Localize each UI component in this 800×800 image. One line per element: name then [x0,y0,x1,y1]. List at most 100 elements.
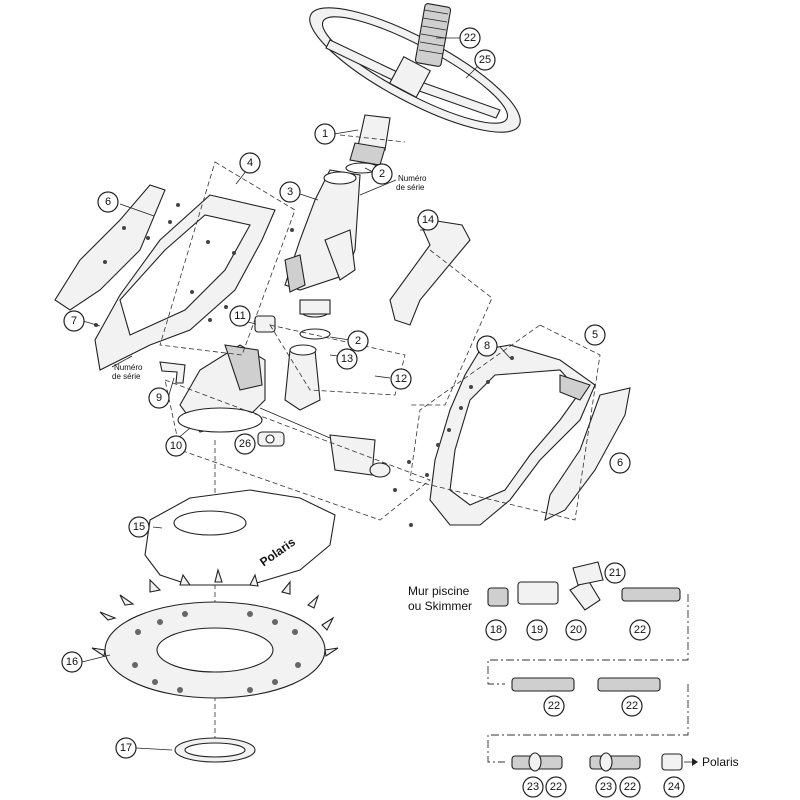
svg-text:4: 4 [247,157,253,169]
callout-18: 18 [485,619,507,641]
collar-part-11 [254,315,276,333]
svg-text:18: 18 [490,624,502,636]
callout-24: 24 [663,776,685,798]
body-part-3 [284,169,361,293]
svg-text:19: 19 [531,624,543,636]
svg-text:21: 21 [609,567,621,579]
svg-text:20: 20 [570,624,582,636]
svg-text:15: 15 [133,521,145,533]
svg-text:22: 22 [464,32,476,44]
callout-22-r2b: 22 [621,695,643,717]
svg-text:26: 26 [239,438,251,450]
serial-note-bottom-line2: de série [112,372,141,381]
throat-part-12 [284,344,321,411]
callout-8: 8 [476,335,498,357]
svg-text:8: 8 [484,340,490,352]
callout-17: 17 [115,737,137,759]
svg-text:22: 22 [624,781,636,793]
ring-part-17 [174,737,256,763]
callout-20: 20 [565,619,587,641]
callout-15: 15 [128,516,150,538]
callout-12: 12 [390,368,412,390]
callout-23-a: 23 [522,776,544,798]
callout-4: 4 [239,152,261,174]
svg-text:24: 24 [668,781,680,793]
disc-part-16 [91,568,339,699]
gear-part-26 [257,431,285,447]
callout-14: 14 [417,209,439,231]
svg-text:16: 16 [66,656,78,668]
screws-right [393,356,514,527]
swivel-part-24 [661,753,683,771]
callout-16: 16 [61,651,83,673]
left-side-panel-part-6 [54,184,166,311]
wall-label-line1: Mur piscine [408,584,470,598]
callout-22-r3b: 22 [619,776,641,798]
callout-7: 7 [63,310,85,332]
callout-22-top: 22 [459,27,481,49]
svg-text:11: 11 [234,310,245,322]
svg-text:12: 12 [395,373,407,385]
callouts: 22 25 1 2 3 4 6 14 7 11 2 13 12 8 5 9 10… [61,27,685,798]
wheel-assembly-part-25 [309,7,521,133]
regulator-part-19 [517,581,559,605]
callout-6-left: 6 [97,191,119,213]
callout-22-r3a: 22 [545,776,567,798]
svg-text:13: 13 [341,353,353,365]
elbow-part-21 [572,561,604,586]
svg-text:22: 22 [548,700,560,712]
serial-note-top-line1: Numéro [398,174,427,183]
callout-22-r1: 22 [629,619,651,641]
float-part-23b [599,752,613,772]
svg-text:3: 3 [287,186,293,198]
right-side-panel-part-6 [544,387,631,521]
svg-text:9: 9 [156,392,162,404]
sleeve-part-14 [389,217,471,326]
svg-text:25: 25 [479,54,491,66]
callout-3: 3 [279,181,301,203]
callout-13: 13 [336,348,358,370]
svg-text:10: 10 [170,440,182,452]
svg-text:23: 23 [600,781,612,793]
callout-22-r2a: 22 [543,695,565,717]
callout-6-right: 6 [609,452,631,474]
o-ring-part-2-middle [299,328,331,340]
leader-lines [81,37,511,751]
right-cover-part-5 [429,344,596,526]
svg-text:22: 22 [550,781,562,793]
hose-part-22-r1 [621,587,681,602]
wall-label-line2: ou Skimmer [408,599,472,613]
svg-text:2: 2 [355,335,361,347]
svg-text:7: 7 [71,315,77,327]
nut-part-13 [299,299,331,318]
svg-text:1: 1 [322,128,328,140]
svg-text:6: 6 [617,457,623,469]
callout-26: 26 [234,433,256,455]
callout-2-top: 2 [371,163,393,185]
elbow-part-20 [569,579,601,611]
callout-25: 25 [474,49,496,71]
callout-5: 5 [584,324,606,346]
drive-assembly [259,407,391,478]
svg-text:22: 22 [626,700,638,712]
left-cover-part-4 [94,194,276,371]
callout-23-b: 23 [595,776,617,798]
svg-text:17: 17 [120,742,132,754]
clip-part-9 [159,361,186,384]
hose-swivel-part-22-top [414,3,452,67]
callout-9: 9 [148,387,170,409]
svg-text:23: 23 [527,781,539,793]
connector-part-1 [349,114,391,166]
hose-part-22-r3b [589,755,641,770]
callout-1: 1 [314,123,336,145]
svg-text:6: 6 [105,196,111,208]
hose-part-22-r2b [597,677,661,692]
callout-2-middle: 2 [347,330,369,352]
hose-kit: Mur piscine ou Skimmer Polaris [408,561,739,772]
svg-text:5: 5 [592,329,598,341]
svg-text:14: 14 [422,214,434,226]
serial-note-top-line2: de série [396,183,425,192]
svg-text:2: 2 [379,168,385,180]
